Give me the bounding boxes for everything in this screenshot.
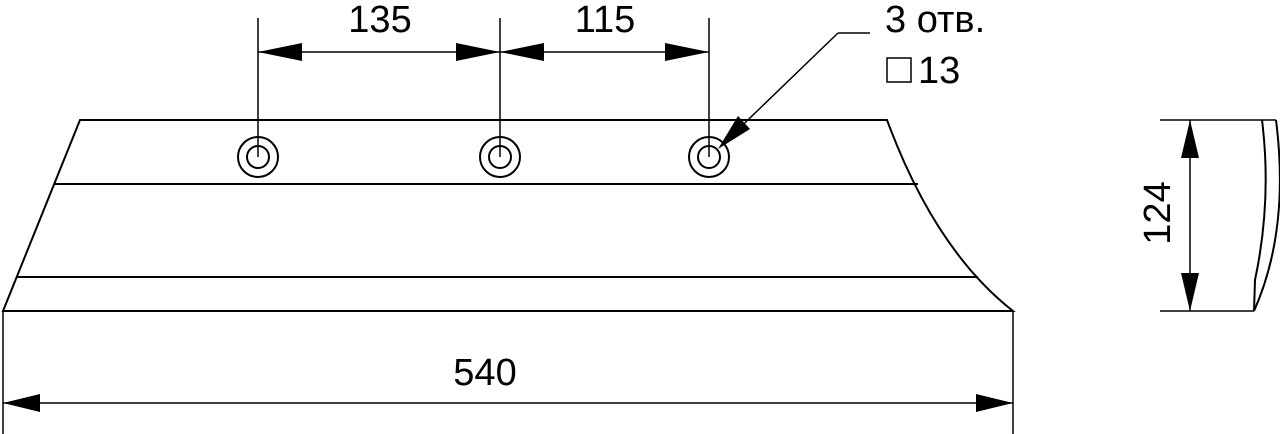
plate-side-view: 124 xyxy=(1137,119,1280,312)
hole-size-label: 13 xyxy=(918,50,960,92)
dimension-115-label: 115 xyxy=(575,0,636,41)
hole-spacing-dimension: 135 115 xyxy=(257,0,710,157)
hole-note-leader: 3 отв. 13 xyxy=(718,0,985,149)
dimension-540-label: 540 xyxy=(453,352,516,394)
plate-front-view xyxy=(1,119,1016,312)
length-dimension: 540 xyxy=(2,311,1014,434)
dimension-124-label: 124 xyxy=(1137,181,1179,244)
dimension-135-label: 135 xyxy=(348,0,411,41)
square-symbol-icon xyxy=(886,57,912,83)
holes xyxy=(237,136,730,178)
hole-count-label: 3 отв. xyxy=(885,0,985,41)
plate-outline xyxy=(1,119,1016,312)
